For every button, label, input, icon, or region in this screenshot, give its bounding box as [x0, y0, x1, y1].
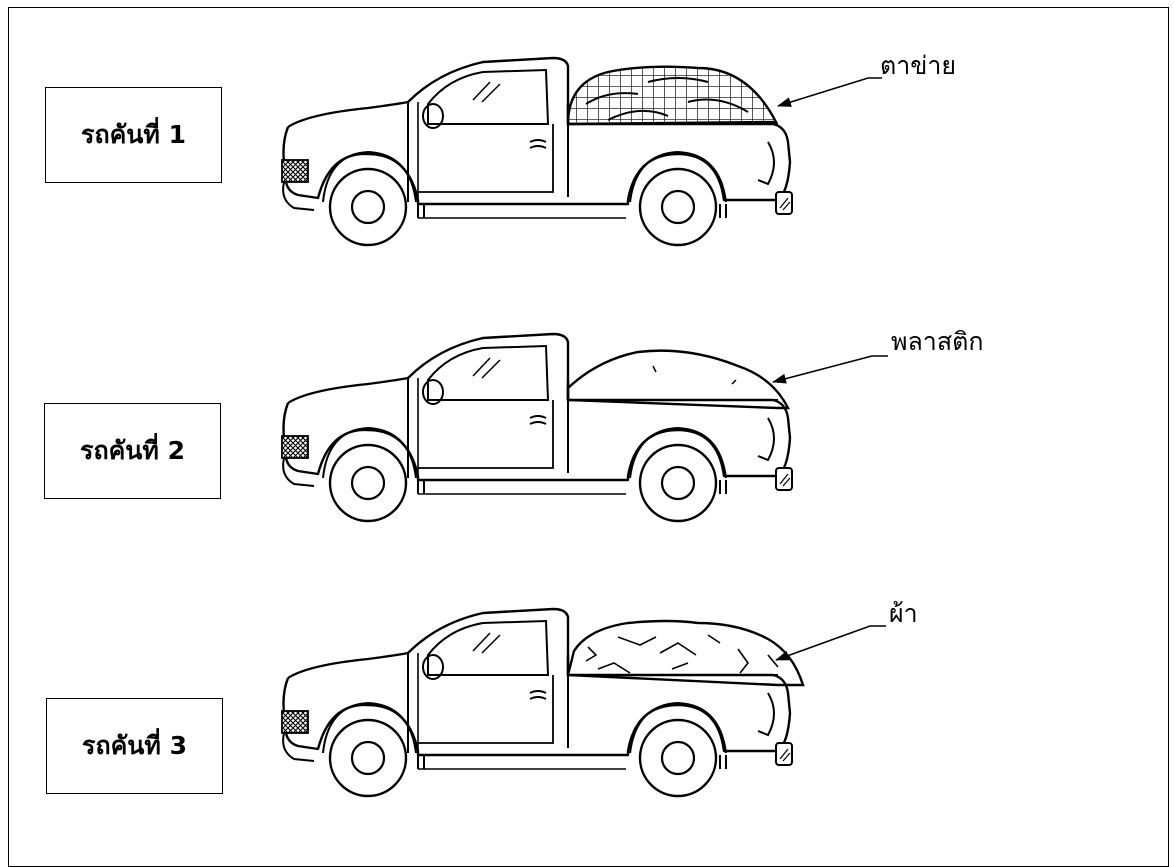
net-callout: ตาข่าย [880, 51, 957, 80]
truck1-label-box: รถคันที่ 1 [45, 87, 222, 183]
truck3-drawing [280, 607, 805, 798]
net-arrow [777, 77, 882, 107]
cloth-arrow [775, 625, 886, 661]
truck-drawings [280, 56, 888, 798]
truck3-label-box: รถคันที่ 3 [46, 698, 223, 794]
plastic-callout: พลาสติก [891, 327, 984, 356]
truck2-label: รถคันที่ 2 [80, 436, 185, 465]
plastic-arrow [772, 355, 888, 384]
truck1-drawing [280, 56, 794, 247]
truck-cover-diagram: รถคันที่ 1 รถคันที่ 2 รถคันที่ 3 ตาข่าย … [8, 7, 1169, 867]
cloth-callout: ผ้า [889, 599, 918, 628]
truck2-label-box: รถคันที่ 2 [44, 403, 221, 499]
truck3-label: รถคันที่ 3 [82, 731, 187, 760]
truck1-label: รถคันที่ 1 [81, 120, 186, 149]
truck2-drawing [280, 332, 794, 523]
